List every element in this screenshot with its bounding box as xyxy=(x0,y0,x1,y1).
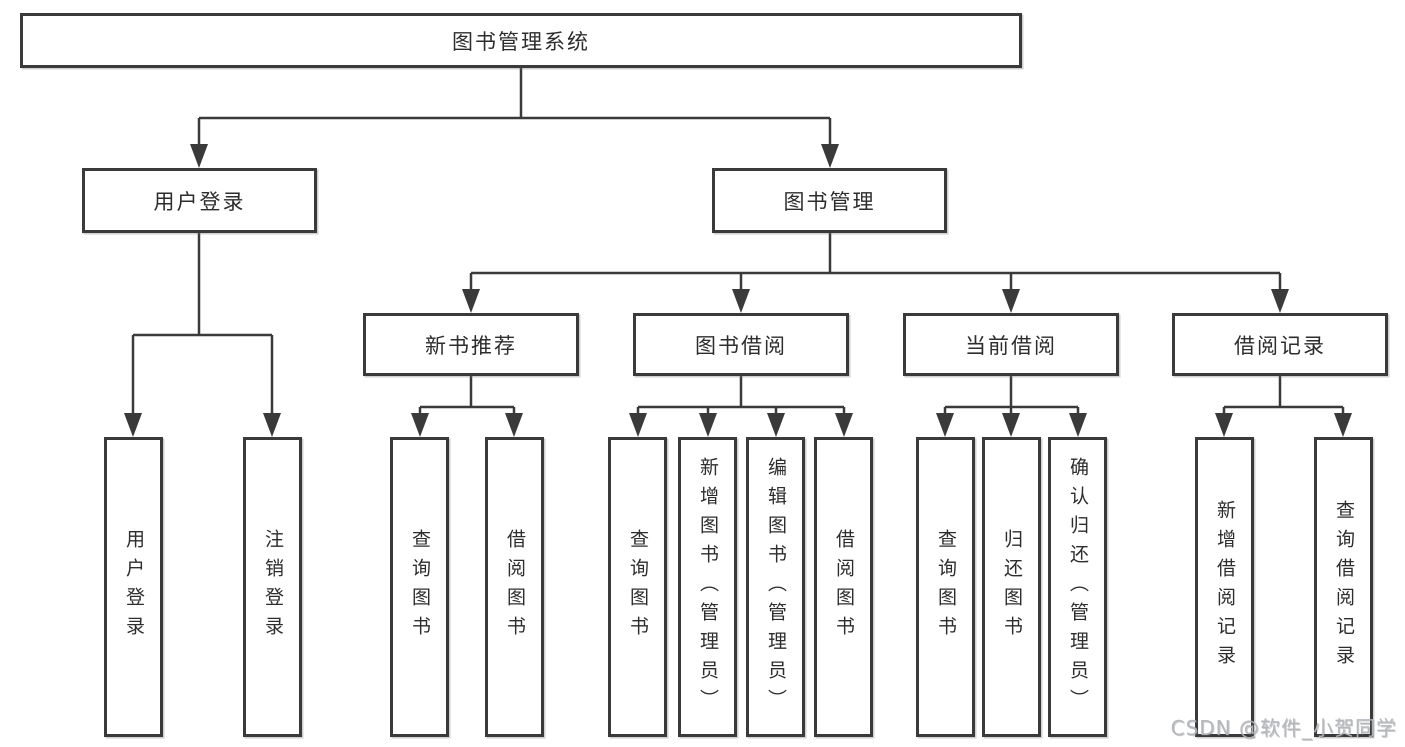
leaf-query-books-recommend: 查询图书 xyxy=(390,437,449,737)
leaf-query-borrow-record: 查询借阅记录 xyxy=(1314,437,1373,737)
node-current-borrowing: 当前借阅 xyxy=(903,313,1119,376)
node-label: 用户登录 xyxy=(123,529,145,645)
leaf-borrow-books-recommend: 借阅图书 xyxy=(485,437,544,737)
node-root: 图书管理系统 xyxy=(20,13,1022,68)
node-new-book-recommendation: 新书推荐 xyxy=(363,313,579,376)
node-label: 借阅图书 xyxy=(504,529,526,645)
node-book-management: 图书管理 xyxy=(712,168,947,233)
leaf-query-books-current: 查询图书 xyxy=(916,437,975,737)
node-label: 用户登录 xyxy=(153,189,246,214)
node-label: 新书推荐 xyxy=(425,333,517,358)
watermark: CSDN @软件_小贺同学 xyxy=(1170,716,1397,740)
node-label: 查询图书 xyxy=(627,529,649,645)
node-borrowing-records: 借阅记录 xyxy=(1172,313,1388,376)
node-label: 图书管理 xyxy=(783,189,876,214)
node-label: 借阅记录 xyxy=(1234,333,1326,358)
node-user-login: 用户登录 xyxy=(82,168,317,233)
node-label: 图书借阅 xyxy=(695,333,787,358)
leaf-add-borrow-record: 新增借阅记录 xyxy=(1195,437,1254,737)
node-label: 编辑图书（管理员） xyxy=(765,456,787,718)
node-label: 借阅图书 xyxy=(833,529,855,645)
node-label: 确认归还（管理员） xyxy=(1067,456,1089,718)
leaf-query-books-borrow: 查询图书 xyxy=(608,437,667,737)
leaf-add-books-admin: 新增图书（管理员） xyxy=(678,437,737,737)
node-label: 当前借阅 xyxy=(965,333,1057,358)
leaf-edit-books-admin: 编辑图书（管理员） xyxy=(746,437,805,737)
node-label: 图书管理系统 xyxy=(452,29,590,54)
leaf-logout-login: 注销登录 xyxy=(243,437,302,737)
node-label: 查询图书 xyxy=(935,529,957,645)
leaf-user-login: 用户登录 xyxy=(104,437,163,737)
leaf-return-books: 归还图书 xyxy=(982,437,1041,737)
node-label: 新增借阅记录 xyxy=(1214,500,1236,674)
node-label: 归还图书 xyxy=(1001,529,1023,645)
node-label: 查询图书 xyxy=(409,529,431,645)
node-label: 注销登录 xyxy=(262,529,284,645)
node-label: 新增图书（管理员） xyxy=(697,456,719,718)
node-label: 查询借阅记录 xyxy=(1333,500,1355,674)
leaf-confirm-return-admin: 确认归还（管理员） xyxy=(1048,437,1107,737)
node-book-borrowing: 图书借阅 xyxy=(633,313,849,376)
leaf-borrow-books: 借阅图书 xyxy=(814,437,873,737)
arrowheads xyxy=(124,144,1352,437)
